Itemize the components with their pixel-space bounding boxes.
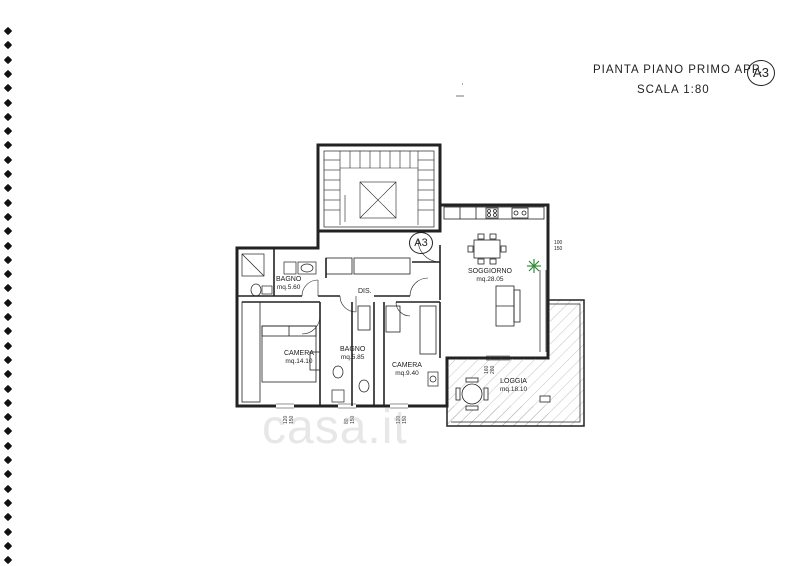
loggia-table	[455, 377, 551, 411]
sofa	[495, 285, 521, 327]
room-label-dis: DIS.	[358, 288, 372, 295]
plan-title: PIANTA PIANO PRIMO APP.	[593, 64, 764, 76]
bathroom-fixtures	[241, 253, 317, 297]
plan-scale: SCALA 1:80	[637, 84, 710, 96]
double-bed	[261, 325, 321, 383]
kitchen-counter	[443, 206, 545, 220]
apartment-code-badge: A3	[747, 60, 775, 86]
plant-icon	[527, 259, 541, 273]
apartment-marker: A3	[409, 232, 433, 254]
stair-wall	[316, 143, 442, 233]
loggia-outline	[446, 299, 585, 427]
dining-table	[467, 233, 507, 265]
watermark: casa.it	[262, 401, 408, 454]
